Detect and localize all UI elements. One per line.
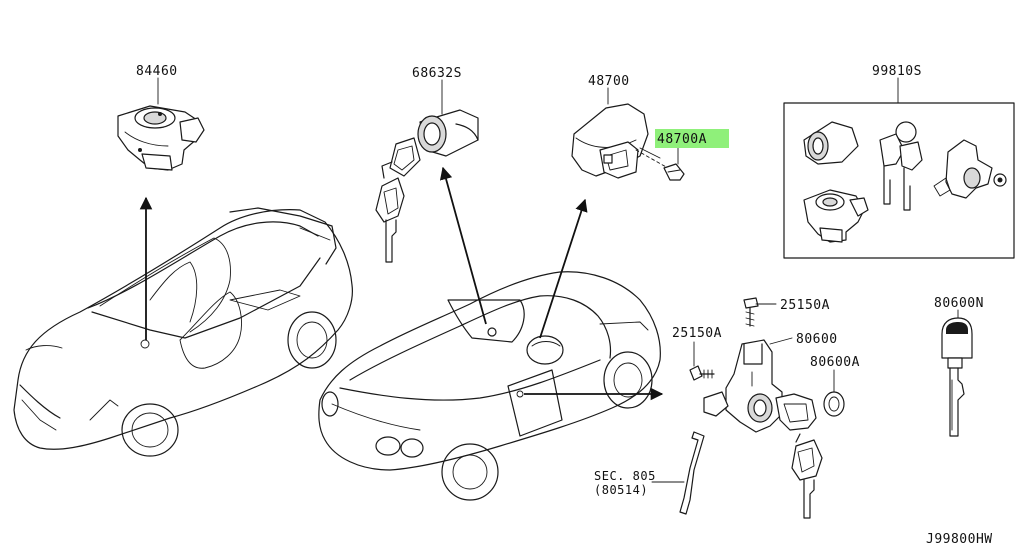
label-99810s[interactable]: 99810S <box>872 64 922 79</box>
diagram-code: J99800HW <box>926 532 993 547</box>
car-exterior-drawing <box>318 271 661 501</box>
label-84460[interactable]: 84460 <box>136 64 178 79</box>
label-25150a-left[interactable]: 25150A <box>672 326 722 341</box>
part-68632s-drawing <box>375 109 479 263</box>
part-48700-drawing <box>571 103 685 181</box>
leader-lines <box>157 77 959 483</box>
label-48700a[interactable]: 48700A <box>657 132 707 147</box>
highlight-48700a <box>655 129 729 148</box>
part-80600n-drawing <box>941 317 973 437</box>
label-80600n[interactable]: 80600N <box>934 296 984 311</box>
label-sec-805[interactable]: SEC. 805 <box>594 469 656 483</box>
label-25150a-top[interactable]: 25150A <box>780 298 830 313</box>
label-48700[interactable]: 48700 <box>588 74 630 89</box>
label-80600[interactable]: 80600 <box>796 332 838 347</box>
part-84460-drawing <box>117 105 205 171</box>
label-80600a[interactable]: 80600A <box>810 355 860 370</box>
callout-arrows <box>139 166 664 401</box>
label-sec-80514[interactable]: (80514) <box>594 483 648 497</box>
label-68632s[interactable]: 68632S <box>412 66 462 81</box>
part-99810s-set-box <box>783 102 1015 259</box>
part-80600-drawing <box>679 297 845 519</box>
car-interior-drawing <box>13 207 353 457</box>
